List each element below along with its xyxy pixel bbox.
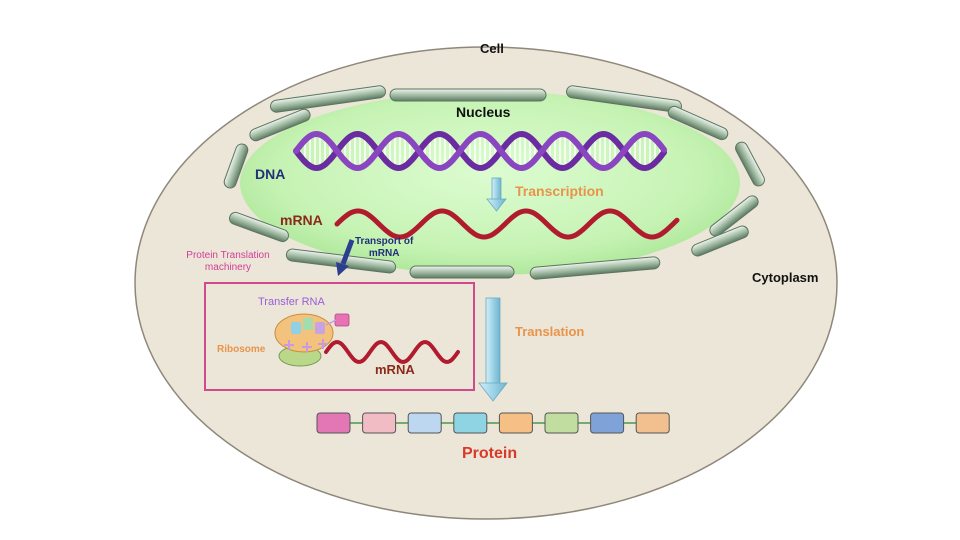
protein-chain [316, 412, 670, 434]
machinery-label-line2: machinery [204, 262, 252, 273]
transcription-arrow [486, 177, 507, 212]
machinery-label: Protein Translation machinery [172, 250, 284, 274]
nuclear-envelope [223, 85, 765, 280]
cytoplasm-label: Cytoplasm [752, 270, 819, 285]
cell-label: Cell [480, 41, 504, 56]
amino-acid-bead [498, 412, 533, 434]
transport-label-line2: mRNA [368, 248, 400, 259]
amino-acid-bead [590, 412, 625, 434]
mrna-strand-nucleus [334, 208, 680, 240]
mrna-nucleus-label: mRNA [280, 212, 323, 228]
dna-helix [293, 130, 667, 172]
machinery-label-line1: Protein Translation [186, 250, 270, 261]
transcription-label: Transcription [515, 183, 604, 199]
amino-acid-bead [362, 412, 397, 434]
amino-acid-bead [635, 412, 670, 434]
mrna-cytoplasm-label: mRNA [375, 362, 415, 377]
translation-label: Translation [515, 324, 585, 339]
amino-acid-bead [407, 412, 442, 434]
dna-label: DNA [255, 166, 286, 182]
transport-label: Transport of mRNA [355, 236, 413, 260]
transfer-rna-label: Transfer RNA [258, 296, 325, 308]
nucleus-label: Nucleus [456, 104, 511, 120]
mrna-strand-cytoplasm [324, 340, 460, 364]
translation-arrow [478, 297, 508, 402]
translation-machinery-box [204, 282, 475, 391]
transfer-rna [284, 313, 350, 352]
ribosome-label: Ribosome [217, 344, 266, 355]
amino-acid-bead [316, 412, 351, 434]
transport-arrow [336, 239, 355, 276]
transport-label-line1: Transport of [355, 236, 414, 247]
protein-label: Protein [462, 445, 518, 462]
amino-acid-bead [544, 412, 579, 434]
amino-acid-bead [453, 412, 488, 434]
